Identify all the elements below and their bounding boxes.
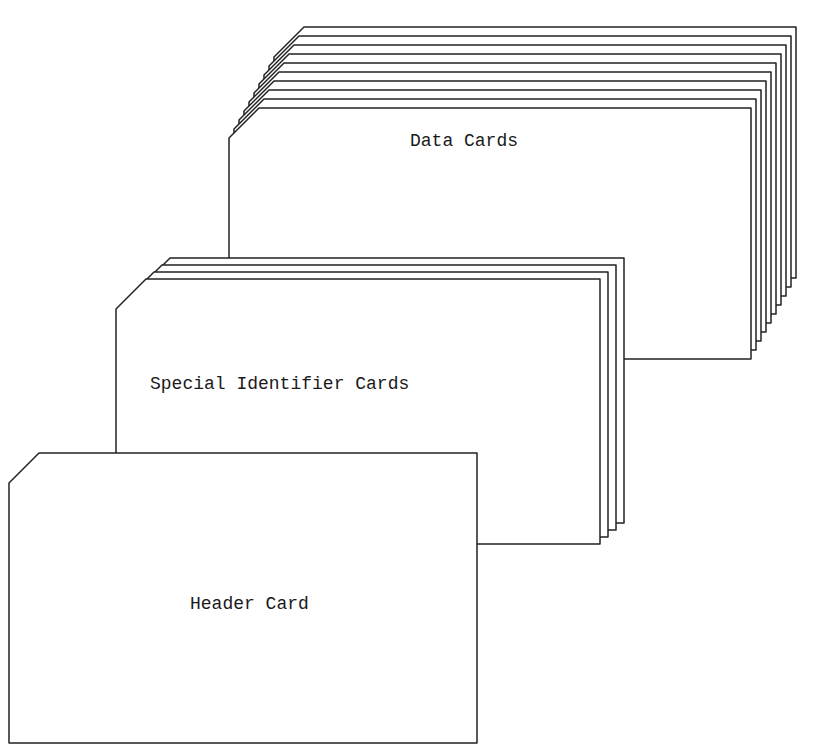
card-label: Header Card bbox=[190, 594, 309, 616]
card-label: Data Cards bbox=[410, 131, 518, 153]
punch-card: Header Card bbox=[8, 452, 480, 748]
card-outline bbox=[9, 453, 477, 743]
card-label: Special Identifier Cards bbox=[150, 374, 409, 396]
